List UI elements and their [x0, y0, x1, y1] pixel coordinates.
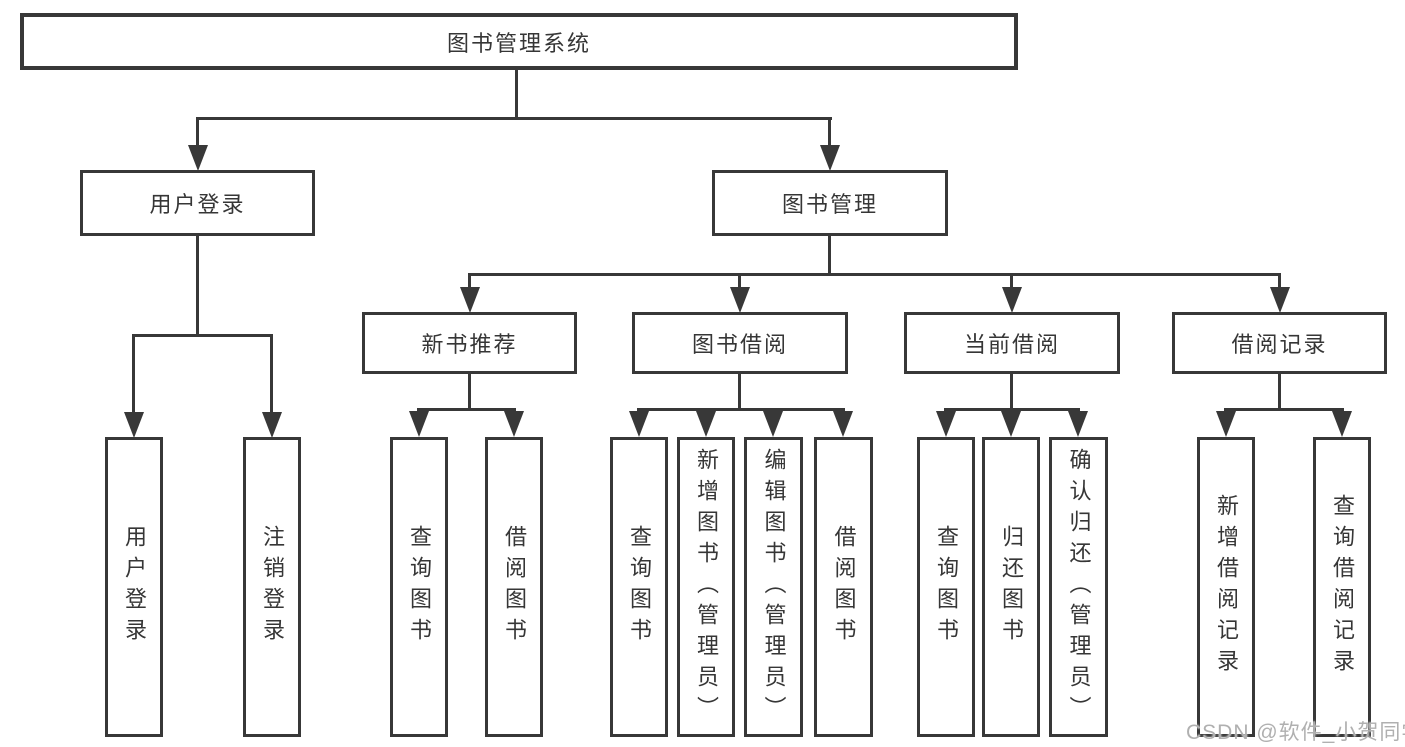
node-label: 查询借阅记录 [1330, 494, 1355, 680]
connector-line [1010, 273, 1013, 288]
node-label: 图书管理 [781, 192, 878, 217]
arrow-down-icon [409, 411, 429, 437]
connector-line [270, 334, 273, 414]
arrow-down-icon [1001, 411, 1021, 437]
node-label: 查询图书 [407, 525, 432, 649]
arrow-down-icon [1270, 287, 1290, 313]
arrow-down-icon [188, 145, 208, 171]
leaf-newbook-borrow-books: 借阅图书 [485, 437, 543, 737]
node-label: 用户登录 [122, 525, 147, 649]
arrow-down-icon [1332, 411, 1352, 437]
node-new-book-recommendation: 新书推荐 [362, 312, 577, 374]
leaf-current-return-books: 归还图书 [982, 437, 1040, 737]
leaf-borrowing-query-books: 查询图书 [610, 437, 668, 737]
arrow-down-icon [1002, 287, 1022, 313]
leaf-record-query-borrow-record: 查询借阅记录 [1313, 437, 1371, 737]
connector-line [132, 334, 135, 414]
arrow-down-icon [833, 411, 853, 437]
csdn-watermark: CSDN @软件_小贺同学 [1186, 721, 1405, 744]
node-borrowing-records: 借阅记录 [1172, 312, 1387, 374]
arrow-down-icon [504, 411, 524, 437]
node-label: 借阅记录 [1231, 332, 1328, 357]
node-label: 查询图书 [627, 525, 652, 649]
arrow-down-icon [262, 412, 282, 438]
connector-line [196, 236, 199, 336]
node-label: 编辑图书（管理员） [761, 447, 787, 727]
leaf-newbook-query-books: 查询图书 [390, 437, 448, 737]
arrow-down-icon [460, 287, 480, 313]
connector-line [196, 117, 832, 120]
connector-line [828, 117, 831, 147]
connector-line [1224, 408, 1344, 411]
leaf-current-query-books: 查询图书 [917, 437, 975, 737]
node-label: 新增图书（管理员） [694, 447, 719, 727]
arrow-down-icon [629, 411, 649, 437]
node-root-library-management-system: 图书管理系统 [20, 13, 1018, 70]
arrow-down-icon [124, 412, 144, 438]
node-label: 借阅图书 [502, 525, 527, 649]
connector-line [1278, 374, 1281, 410]
arrow-down-icon [763, 411, 783, 437]
leaf-logout: 注销登录 [243, 437, 301, 737]
node-current-borrowing: 当前借阅 [904, 312, 1120, 374]
leaf-current-confirm-return-admin: 确认归还（管理员） [1049, 437, 1108, 737]
node-label: 借阅图书 [831, 525, 857, 649]
arrow-down-icon [820, 145, 840, 171]
node-label: 新书推荐 [421, 332, 518, 357]
node-label: 新增借阅记录 [1214, 494, 1239, 680]
leaf-user-login: 用户登录 [105, 437, 163, 737]
node-label: 图书借阅 [691, 332, 788, 357]
connector-line [468, 273, 1280, 276]
node-user-login: 用户登录 [80, 170, 315, 236]
leaf-borrowing-edit-books-admin: 编辑图书（管理员） [744, 437, 803, 737]
node-book-borrowing: 图书借阅 [632, 312, 848, 374]
arrow-down-icon [1068, 411, 1088, 437]
leaf-borrowing-add-books-admin: 新增图书（管理员） [677, 437, 735, 737]
connector-line [417, 408, 516, 411]
connector-line [132, 334, 273, 337]
arrow-down-icon [696, 411, 716, 437]
connector-line [196, 117, 199, 147]
node-label: 归还图书 [999, 525, 1024, 649]
connector-line [468, 374, 471, 410]
connector-line [738, 273, 741, 288]
node-label: 用户登录 [149, 192, 246, 217]
node-label: 图书管理系统 [446, 30, 591, 56]
connector-line [738, 374, 741, 410]
connector-line [944, 408, 1080, 411]
connector-line [1278, 273, 1281, 288]
arrow-down-icon [936, 411, 956, 437]
node-book-management: 图书管理 [712, 170, 948, 236]
node-label: 当前借阅 [963, 332, 1060, 357]
connector-line [515, 70, 518, 118]
connector-line [637, 408, 845, 411]
connector-line [828, 236, 831, 276]
leaf-borrowing-borrow-books: 借阅图书 [814, 437, 873, 737]
node-label: 注销登录 [260, 525, 285, 649]
node-label: 查询图书 [934, 525, 959, 649]
connector-line [468, 273, 471, 288]
arrow-down-icon [1216, 411, 1236, 437]
leaf-record-add-borrow-record: 新增借阅记录 [1197, 437, 1255, 737]
connector-line [1010, 374, 1013, 410]
arrow-down-icon [730, 287, 750, 313]
node-label: 确认归还（管理员） [1066, 447, 1092, 727]
